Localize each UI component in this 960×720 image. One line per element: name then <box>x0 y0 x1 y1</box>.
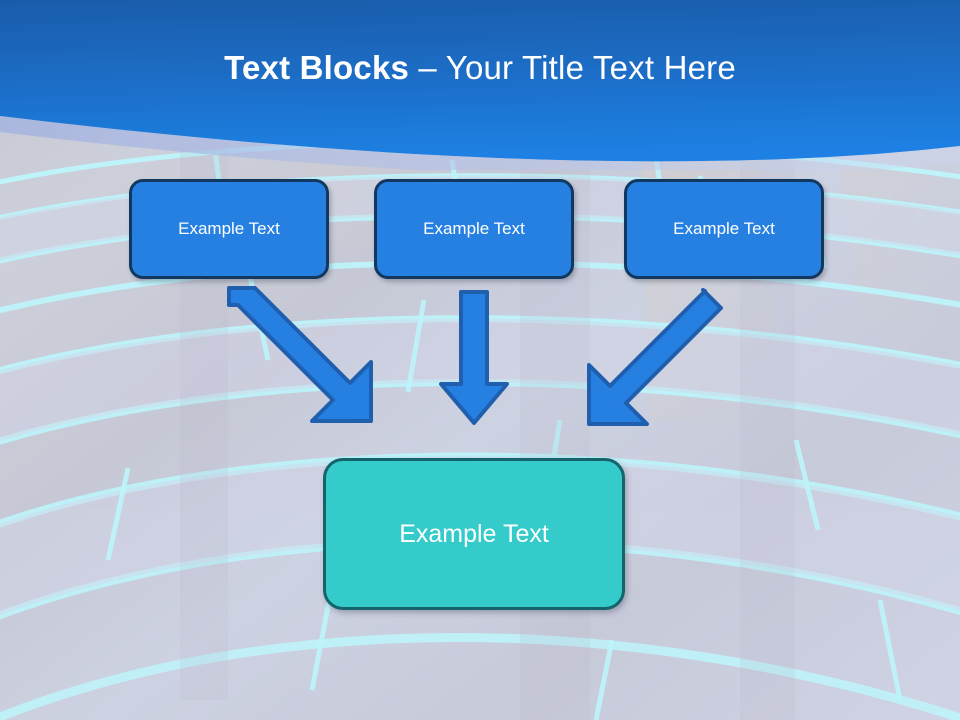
top-box-2-label: Example Text <box>423 219 525 238</box>
bottom-box-label: Example Text <box>399 519 549 548</box>
top-box-2[interactable]: Example Text <box>374 179 574 279</box>
top-box-1[interactable]: Example Text <box>129 179 329 279</box>
top-box-1-label: Example Text <box>178 219 280 238</box>
page-title-light: Your Title Text Here <box>445 49 736 86</box>
top-box-3[interactable]: Example Text <box>624 179 824 279</box>
page-title-bold: Text Blocks <box>224 49 410 86</box>
bottom-box[interactable]: Example Text <box>323 458 625 610</box>
top-box-3-label: Example Text <box>673 219 775 238</box>
page-title: Text Blocks – Your Title Text Here <box>0 48 960 88</box>
page-title-separator: – <box>409 49 446 86</box>
